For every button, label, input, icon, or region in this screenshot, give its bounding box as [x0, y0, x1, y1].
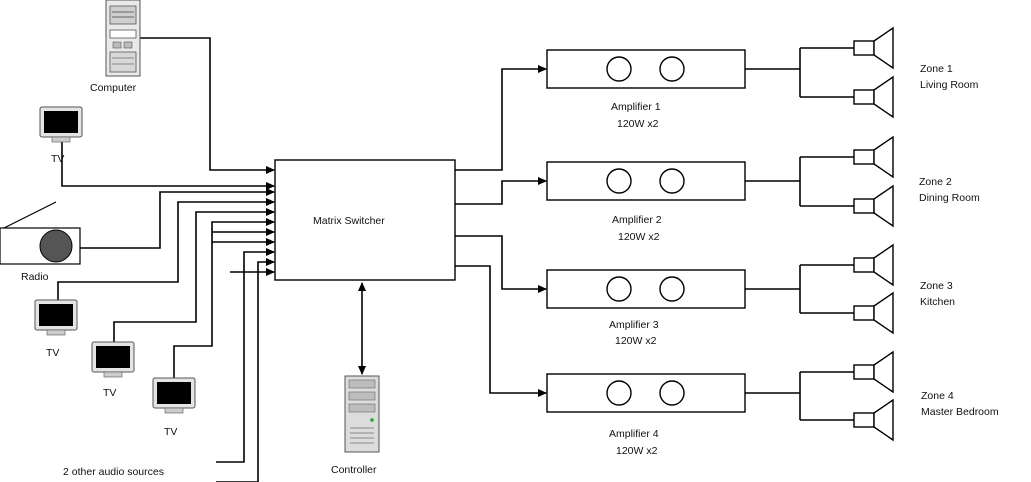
speaker-wires [745, 47, 854, 421]
speaker-icon [853, 184, 894, 228]
controller-server-icon [344, 375, 380, 453]
zone-1-room: Living Room [920, 79, 979, 91]
amplifier-2 [546, 161, 746, 201]
wire-computer [140, 37, 275, 174]
radio-label: Radio [21, 271, 49, 283]
tv-3-icon [91, 341, 135, 378]
zone-4-room: Master Bedroom [921, 406, 999, 418]
amplifier-1-name: Amplifier 1 [611, 101, 661, 113]
wire-tv3 [113, 208, 275, 342]
wire-tv2 [57, 198, 275, 300]
computer-label: Computer [90, 82, 137, 94]
input-wires [57, 37, 275, 482]
amplifier-3-power: 120W x2 [615, 335, 657, 347]
speaker-icons [853, 26, 894, 442]
computer-tower [105, 0, 141, 77]
wire-amp-3 [455, 235, 547, 293]
matrix-switcher-box [274, 159, 456, 281]
amplifier-3 [546, 269, 746, 309]
zone-1-title: Zone 1 [920, 63, 953, 75]
zone-3-room: Kitchen [920, 296, 955, 308]
controller-label: Controller [331, 464, 377, 476]
wire-other-2 [216, 258, 275, 482]
tv-4-icon [152, 377, 196, 414]
wire-tv1 [61, 140, 275, 190]
other-sources-label: 2 other audio sources [63, 466, 164, 478]
tv-4-label: TV [164, 426, 177, 438]
amplifier-1 [546, 49, 746, 89]
tv-2-label: TV [46, 347, 59, 359]
amplifier-2-power: 120W x2 [618, 231, 660, 243]
wire-amp-4 [455, 265, 547, 397]
zone-3-title: Zone 3 [920, 280, 953, 292]
wire-tv4 [173, 218, 275, 378]
speaker-icon [853, 291, 894, 335]
tv-1-icon [39, 106, 83, 143]
tv-1-label: TV [51, 153, 64, 165]
amplifier-3-name: Amplifier 3 [609, 319, 659, 331]
speaker-icon [853, 75, 894, 119]
radio-icon [0, 201, 81, 265]
amplifier-4 [546, 373, 746, 413]
zone-2-title: Zone 2 [919, 176, 952, 188]
speaker-icon [853, 398, 894, 442]
wire-amp-2 [455, 177, 547, 205]
zone-4-title: Zone 4 [921, 390, 954, 402]
tv-2-icon [34, 299, 78, 336]
speaker-icon [853, 350, 894, 394]
amplifier-2-name: Amplifier 2 [612, 214, 662, 226]
matrix-switcher-label: Matrix Switcher [313, 215, 385, 227]
tv-3-label: TV [103, 387, 116, 399]
speaker-icon [853, 243, 894, 287]
speaker-icon [853, 135, 894, 179]
wire-other-1 [216, 248, 275, 463]
wire-radio-a [80, 188, 275, 249]
amplifier-1-power: 120W x2 [617, 118, 659, 130]
zone-2-room: Dining Room [919, 192, 980, 204]
amplifier-4-power: 120W x2 [616, 445, 658, 457]
speaker-icon [853, 26, 894, 70]
amplifier-4-name: Amplifier 4 [609, 428, 659, 440]
output-wires [455, 65, 547, 397]
wire-amp-1 [455, 65, 547, 171]
